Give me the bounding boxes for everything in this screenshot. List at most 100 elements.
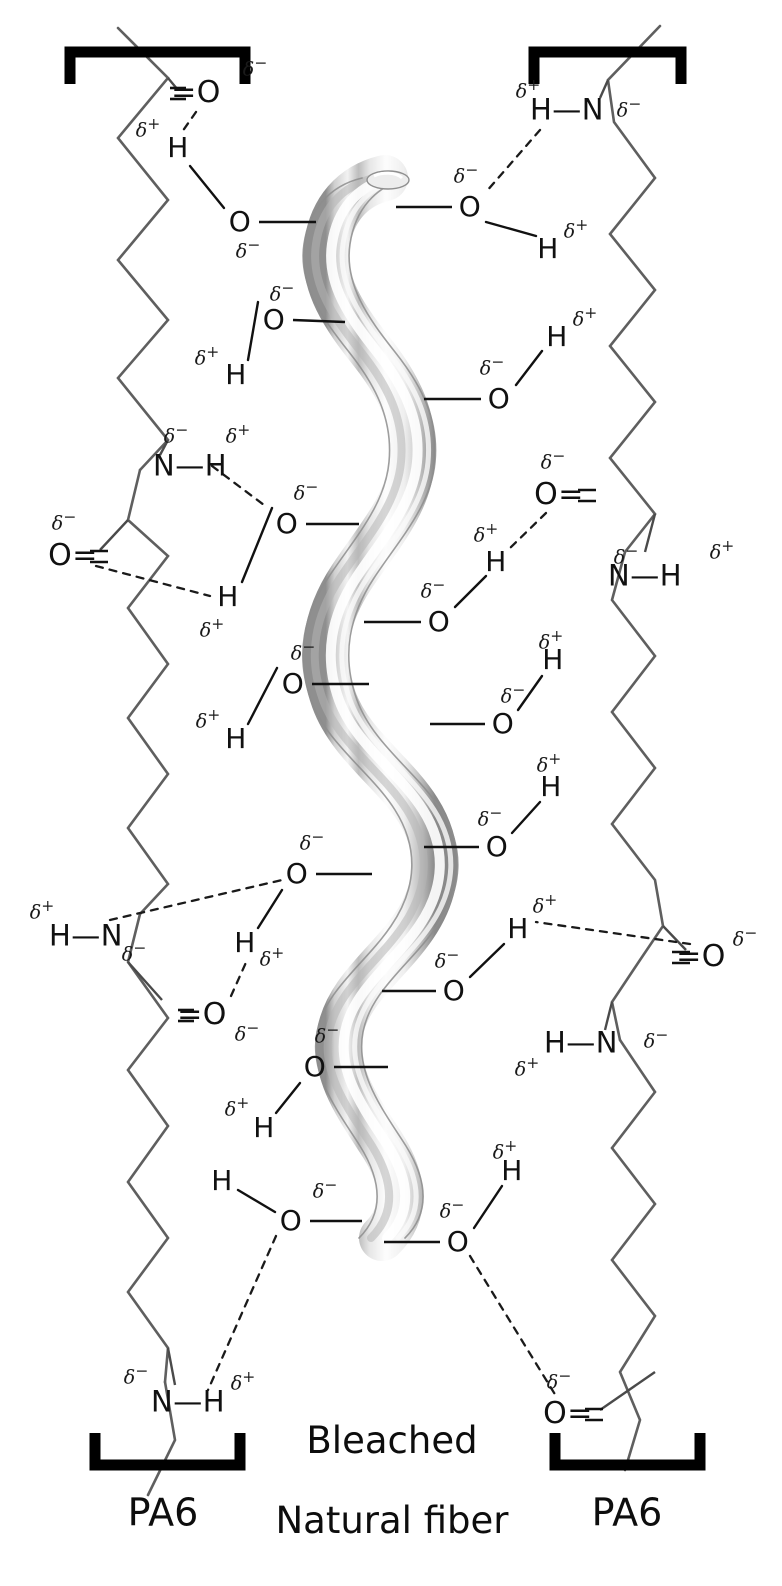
partial-charge-plus-r-h4: δ+	[538, 627, 564, 654]
atom-label-r-n3: H—N	[544, 1025, 618, 1060]
partial-charge-minus-f-o12: δ−	[477, 804, 503, 831]
partial-charge-plus-r-h2: δ+	[572, 304, 598, 331]
partial-charge-minus-l-c1-o: δ−	[242, 54, 268, 81]
partial-charge-plus-l-n3b: δ+	[230, 1368, 256, 1395]
partial-charge-minus-f-o9: δ−	[479, 353, 505, 380]
label-right-pa6: PA6	[591, 1490, 663, 1535]
partial-charge-minus-r-c2-o: δ−	[732, 924, 758, 951]
label-left-pa6: PA6	[127, 1490, 199, 1535]
atom-label-l-h3: H	[217, 580, 239, 613]
label-fiber-line1: Bleached	[306, 1419, 478, 1463]
atom-label-f-o8: O	[458, 190, 482, 223]
atom-label-r-h7: H	[501, 1154, 523, 1187]
atom-label-l-c1-o: =O	[171, 75, 221, 110]
atom-label-f-o5: O	[285, 857, 309, 890]
partial-charge-minus-f-o14: δ−	[439, 1196, 465, 1223]
polymer-repeat-brackets	[64, 46, 706, 1471]
partial-charge-minus-f-o13: δ−	[434, 946, 460, 973]
partial-charge-plus-r-n3: δ+	[514, 1054, 540, 1081]
partial-charge-minus-f-o1: δ−	[235, 236, 261, 263]
partial-charge-plus-r-h6: δ+	[532, 891, 558, 918]
partial-charge-minus-l-n2b: δ−	[121, 939, 147, 966]
partial-charge-minus-f-o10: δ−	[420, 576, 446, 603]
atom-label-r-h4: H	[542, 643, 564, 676]
partial-charge-plus-r-h3: δ+	[473, 520, 499, 547]
partial-charge-minus-r-n2: δ−	[613, 542, 639, 569]
atom-label-l-h4: H	[225, 722, 247, 755]
right-pa6-backbone	[606, 24, 665, 1472]
atom-label-l-c2-o: O=	[48, 538, 98, 573]
partial-charge-plus-l-n2: δ+	[29, 897, 55, 924]
atom-label-r-h6: H	[507, 912, 529, 945]
atom-label-l-h7: H	[211, 1164, 233, 1197]
hydroxyl-bonds	[188, 164, 544, 1230]
partial-charge-minus-f-o2: δ−	[269, 279, 295, 306]
atom-label-f-o14: O	[446, 1225, 470, 1258]
partial-charge-minus-l-c2-o: δ−	[51, 508, 77, 535]
atom-label-l-h1: H	[167, 131, 189, 164]
atom-label-r-h2: H	[546, 320, 568, 353]
partial-charge-plus-l-n1h: δ+	[225, 421, 251, 448]
left-chain-functional-stubs	[99, 77, 179, 1386]
partial-charge-plus-l-h4: δ+	[195, 706, 221, 733]
partial-charge-plus-r-n1: δ+	[515, 76, 541, 103]
bleached-natural-fiber	[301, 155, 459, 1261]
atom-label-f-o12: O	[485, 830, 509, 863]
atom-label-r-h3: H	[485, 545, 507, 578]
partial-charge-minus-f-o11: δ−	[500, 681, 526, 708]
atom-label-r-c3-o: O=	[543, 1396, 593, 1431]
atom-label-r-h1: H	[537, 232, 559, 265]
atom-label-r-n2: N—H	[608, 558, 682, 593]
atom-label-l-n3: N—H	[151, 1384, 225, 1419]
partial-charge-plus-l-h2: δ+	[194, 343, 220, 370]
partial-charge-minus-r-c3-o: δ−	[546, 1367, 572, 1394]
fiber-oxygen-bonds	[259, 205, 485, 1244]
left-pa6-backbone	[116, 26, 177, 1497]
bracket-top-left	[64, 46, 251, 84]
partial-charge-minus-f-o5: δ−	[299, 828, 325, 855]
atom-label-r-c1-o: O=	[534, 477, 584, 512]
atom-label-f-o1: O	[228, 205, 252, 238]
partial-charge-minus-f-o7: δ−	[312, 1176, 338, 1203]
partial-charge-minus-l-c3-o: δ−	[234, 1019, 260, 1046]
partial-charge-plus-r-h1: δ+	[563, 216, 589, 243]
atom-label-f-o11: O	[491, 707, 515, 740]
partial-charge-minus-r-n1b: δ−	[616, 95, 642, 122]
atom-label-l-n2: H—N	[49, 918, 123, 953]
atom-label-r-n1: H—N	[530, 92, 604, 127]
atom-label-l-h5: H	[234, 926, 256, 959]
bracket-bottom-right	[549, 1433, 706, 1471]
partial-charge-minus-r-n3b: δ−	[643, 1026, 669, 1053]
bracket-top-right	[528, 46, 687, 84]
atom-label-f-o2: O	[262, 303, 286, 336]
partial-charge-plus-l-h6: δ+	[224, 1094, 250, 1121]
bracket-bottom-left	[89, 1433, 246, 1471]
atom-label-l-h6: H	[253, 1111, 275, 1144]
label-fiber-line2: Natural fiber	[275, 1499, 509, 1543]
partial-charge-plus-r-n2b: δ+	[709, 537, 735, 564]
partial-charge-minus-f-o6: δ−	[314, 1021, 340, 1048]
atom-label-r-c2-o: =O	[676, 939, 726, 974]
atom-label-f-o4: O	[281, 667, 305, 700]
atom-label-l-n1: N—H	[153, 448, 227, 483]
partial-charge-plus-r-h7: δ+	[492, 1137, 518, 1164]
atom-label-l-h2: H	[225, 358, 247, 391]
partial-charge-minus-r-c1-o: δ−	[540, 447, 566, 474]
hydrogen-bonds	[94, 110, 692, 1398]
atom-label-l-c3-o: =O	[177, 997, 227, 1032]
partial-charge-minus-f-o4: δ−	[290, 638, 316, 665]
partial-charge-plus-l-h5: δ+	[259, 944, 285, 971]
atom-label-r-h5: H	[540, 770, 562, 803]
partial-charge-minus-f-o8: δ−	[453, 161, 479, 188]
atom-label-f-o13: O	[442, 974, 466, 1007]
atom-label-f-o10: O	[427, 605, 451, 638]
partial-charge-plus-l-h1: δ+	[135, 115, 161, 142]
atom-label-f-o7: O	[279, 1204, 303, 1237]
atom-label-f-o6: O	[303, 1050, 327, 1083]
partial-charge-minus-f-o3: δ−	[293, 478, 319, 505]
carbonyl-double-bonds	[90, 86, 690, 1422]
partial-charge-minus-l-n3: δ−	[123, 1362, 149, 1389]
atom-label-f-o9: O	[487, 382, 511, 415]
right-chain-functional-stubs	[598, 79, 687, 1411]
